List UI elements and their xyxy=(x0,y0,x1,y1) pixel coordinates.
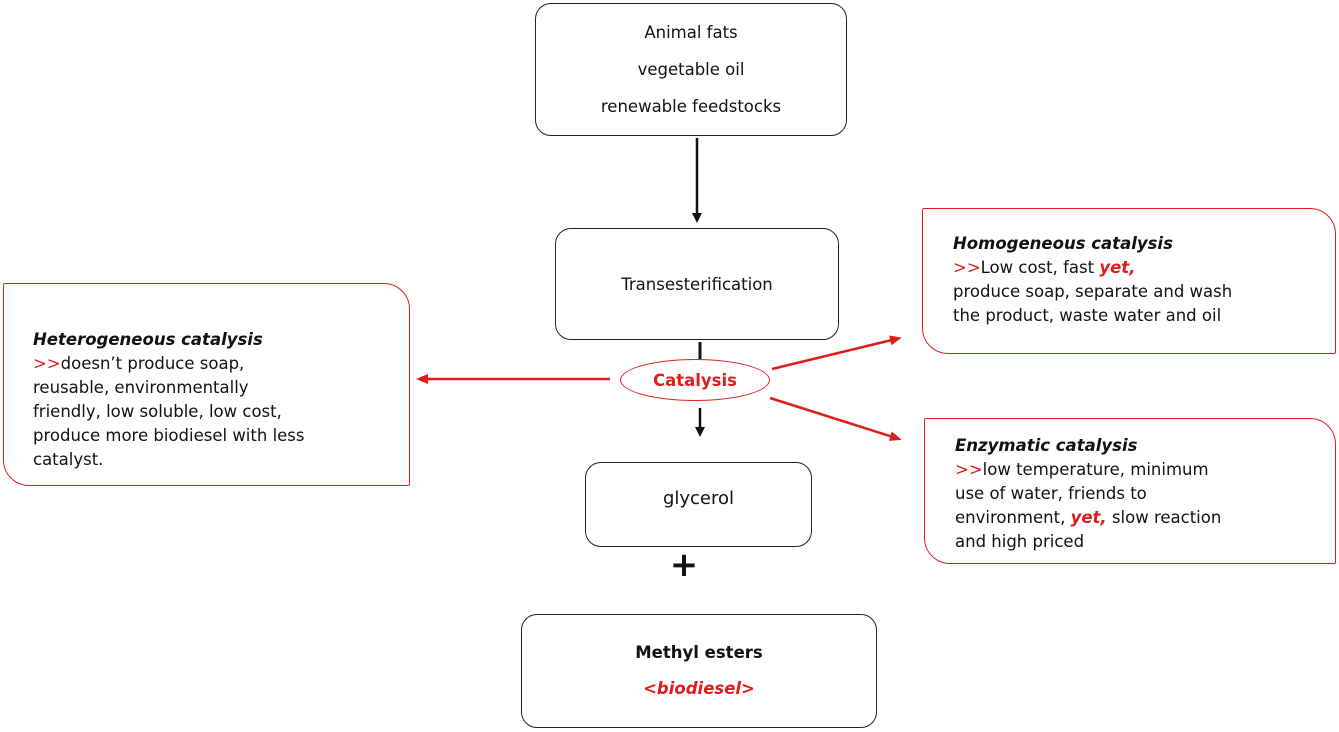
feedstock-line-2: vegetable oil xyxy=(637,60,745,79)
enzymatic-line-1: >>low temperature, minimum xyxy=(955,458,1333,482)
enzymatic-line-4: and high priced xyxy=(955,532,1085,551)
homogeneous-text: Homogeneous catalysis >>Low cost, fast y… xyxy=(953,232,1331,328)
feedstock-line-1: Animal fats xyxy=(644,23,738,42)
methyl-esters-title: Methyl esters xyxy=(635,643,763,662)
feedstock-line-3: renewable feedstocks xyxy=(600,97,782,116)
heterogeneous-marker: >> xyxy=(33,354,61,373)
arrow-to-enzymatic xyxy=(769,396,902,441)
enzymatic-line-2: use of water, friends to xyxy=(955,484,1147,503)
enzymatic-text-3a: environment, xyxy=(955,508,1071,527)
arrow-to-homogeneous xyxy=(771,335,902,371)
enzymatic-marker: >> xyxy=(955,460,983,479)
homogeneous-line-1: >>Low cost, fast yet, xyxy=(953,256,1331,280)
transesterification-label: Transesterification xyxy=(621,274,773,294)
enzymatic-text-1: low temperature, minimum xyxy=(982,460,1209,479)
homogeneous-yet: yet, xyxy=(1099,258,1136,277)
biodiesel-label: <biodiesel> xyxy=(643,679,755,698)
enzymatic-text-3b: slow reaction xyxy=(1106,508,1222,527)
enzymatic-text: Enzymatic catalysis >>low temperature, m… xyxy=(955,434,1333,554)
homogeneous-callout xyxy=(922,208,1336,354)
heterogeneous-line-4: produce more biodiesel with less xyxy=(33,426,305,445)
heterogeneous-line-1: >>doesn’t produce soap, xyxy=(33,352,403,376)
enzymatic-line-3: environment, yet, slow reaction xyxy=(955,506,1333,530)
heterogeneous-line-3: friendly, low soluble, low cost, xyxy=(33,402,282,421)
feedstock-box: Animal fats vegetable oil renewable feed… xyxy=(535,3,847,136)
transesterification-box: Transesterification xyxy=(555,228,839,340)
catalysis-node: Catalysis xyxy=(620,359,770,401)
homogeneous-marker: >> xyxy=(953,258,981,277)
heterogeneous-line-2: reusable, environmentally xyxy=(33,378,249,397)
heterogeneous-callout xyxy=(3,283,410,486)
homogeneous-text-1: Low cost, fast xyxy=(980,258,1100,277)
enzymatic-callout xyxy=(924,418,1336,564)
enzymatic-yet: yet, xyxy=(1070,508,1107,527)
homogeneous-line-2: produce soap, separate and wash xyxy=(953,282,1233,301)
plus-sign: + xyxy=(669,545,699,585)
enzymatic-title: Enzymatic catalysis xyxy=(955,436,1138,455)
catalysis-label: Catalysis xyxy=(653,370,737,390)
homogeneous-line-3: the product, waste water and oil xyxy=(953,306,1222,325)
heterogeneous-text: Heterogeneous catalysis >>doesn’t produc… xyxy=(33,328,403,472)
homogeneous-title: Homogeneous catalysis xyxy=(953,234,1173,253)
methyl-esters-box: Methyl esters <biodiesel> xyxy=(521,614,877,728)
heterogeneous-title: Heterogeneous catalysis xyxy=(33,330,263,349)
glycerol-label: glycerol xyxy=(662,488,735,509)
heterogeneous-line-5: catalyst. xyxy=(33,450,104,469)
glycerol-box: glycerol xyxy=(585,462,812,547)
heterogeneous-text-1: doesn’t produce soap, xyxy=(60,354,245,373)
